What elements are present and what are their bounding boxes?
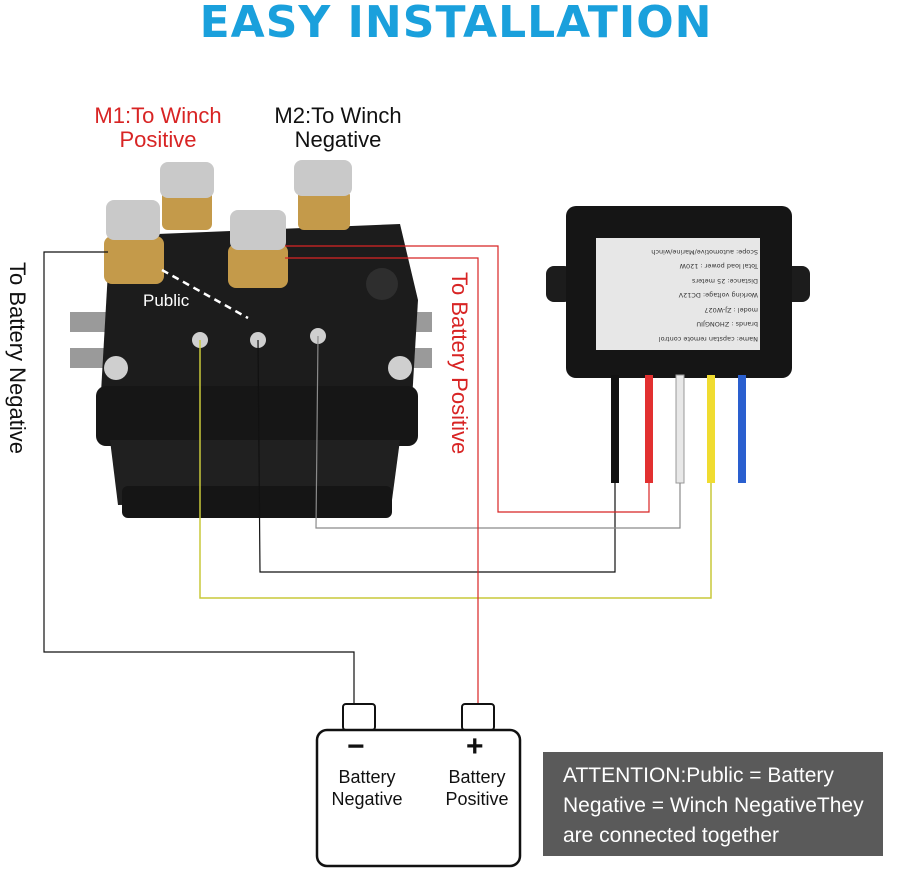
label-m1: M1:To Winch Positive <box>80 104 236 152</box>
label-m2: M2:To Winch Negative <box>262 104 414 152</box>
battery-positive-post <box>461 703 495 731</box>
battery-body <box>315 728 522 868</box>
battery-negative-sign: − <box>347 730 365 763</box>
battery-negative-label-line2: Negative <box>331 789 403 809</box>
wire-yellow <box>199 340 712 599</box>
battery-negative-label-line1: Battery <box>338 767 396 787</box>
battery-negative-label: Battery Negative <box>320 766 414 810</box>
controller-label-plate <box>596 238 760 350</box>
battery-positive-label-line2: Positive <box>445 789 509 809</box>
terminal-m1 <box>160 162 214 230</box>
controller-label-line: Distance: 25 meters <box>692 277 758 285</box>
wire-battery-negative <box>43 251 355 704</box>
battery <box>315 703 522 868</box>
controller-label-line: Total load power : 120W <box>679 262 758 271</box>
page-title: EASY INSTALLATION <box>199 0 713 48</box>
winch-solenoid <box>70 224 432 518</box>
terminal-battery-positive <box>228 210 288 288</box>
label-public: Public <box>143 291 190 310</box>
label-m1-line1: M1:To Winch <box>94 103 222 128</box>
controller-wires <box>611 374 746 484</box>
attention-note: ATTENTION:Public = Battery Negative = Wi… <box>543 752 883 856</box>
remote-controller <box>546 206 810 378</box>
battery-positive-label-line1: Battery <box>448 767 506 787</box>
wire-red-control <box>285 245 650 513</box>
controller-label-text: Name: capstan remote control brands : ZH… <box>598 242 758 346</box>
label-m2-line1: M2:To Winch <box>274 103 402 128</box>
terminal-m2 <box>294 160 352 230</box>
controller-label-line: Scope: automotive/Marine/winch <box>651 248 758 256</box>
public-link-dashed <box>161 268 249 320</box>
controller-label-line: model : ZJ-W027 <box>704 306 758 314</box>
battery-positive-sign: + <box>466 730 484 763</box>
controller-label-line: Name: capstan remote control <box>658 335 758 343</box>
wire-white <box>315 335 681 529</box>
battery-negative-post <box>342 703 376 731</box>
label-m1-line2: Positive <box>119 127 197 152</box>
controller-label-line: Working voltage: DC12V <box>678 291 758 300</box>
label-m2-line2: Negative <box>294 127 382 152</box>
terminal-battery-negative <box>104 200 164 284</box>
controller-label-line: brands : ZHONGJIU <box>696 320 758 329</box>
label-to-battery-negative: To Battery Negative <box>5 262 30 454</box>
wire-battery-positive <box>285 257 479 704</box>
battery-positive-label: Battery Positive <box>434 766 520 810</box>
label-to-battery-positive: To Battery Positive <box>447 272 472 455</box>
